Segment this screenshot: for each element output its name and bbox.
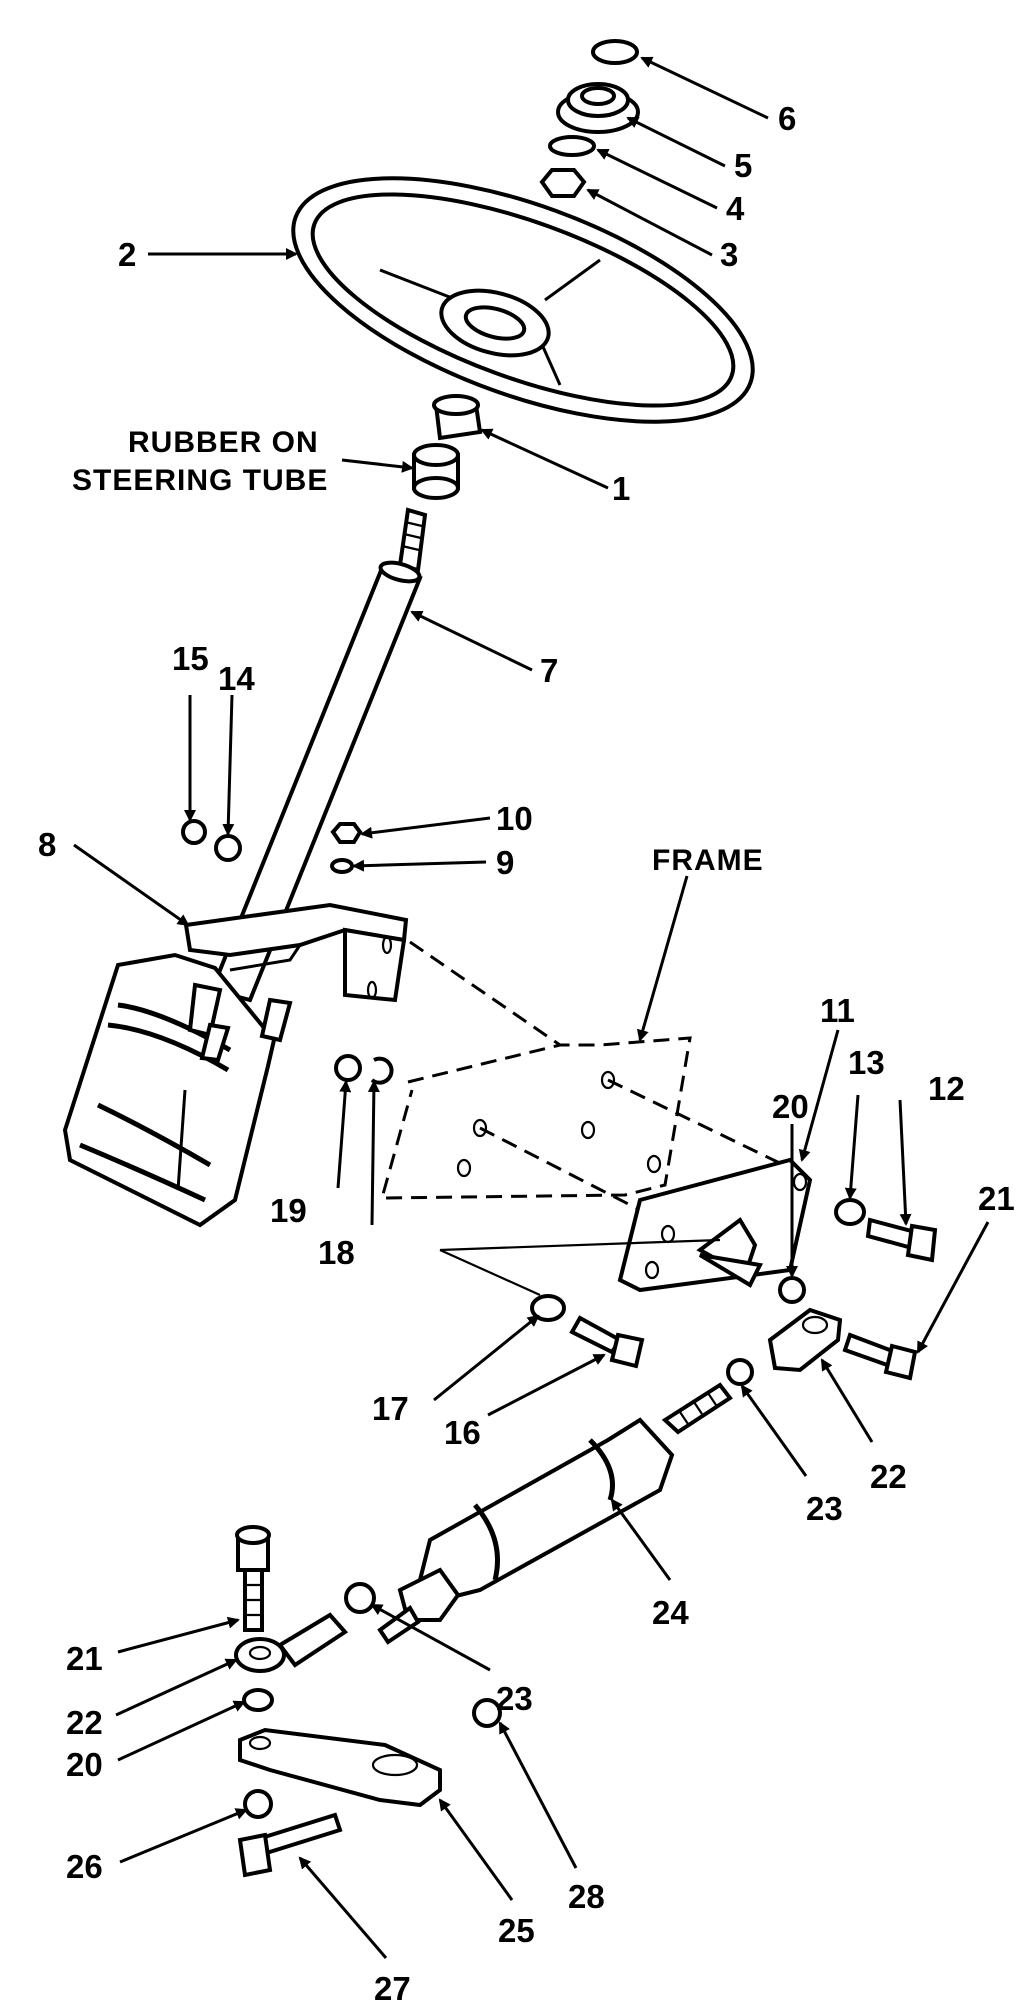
callout-22-upper: 22 xyxy=(870,1458,907,1495)
label-frame: FRAME xyxy=(652,844,764,877)
part-28-nut xyxy=(472,1698,502,1728)
callout-15: 15 xyxy=(172,640,209,677)
part-3-nut xyxy=(539,168,587,198)
part-24-cylinder xyxy=(377,1382,733,1645)
alignment-line-frame-bracket11-lower xyxy=(479,1126,641,1212)
pivot-line xyxy=(439,1238,721,1297)
part-10-nut xyxy=(330,822,363,844)
callout-9: 9 xyxy=(496,844,514,881)
callout-21-upper: 21 xyxy=(978,1180,1015,1217)
part-15-nut xyxy=(181,819,207,845)
part-12-bolt xyxy=(865,1217,938,1263)
callout-14: 14 xyxy=(218,660,255,697)
callout-22-lower: 22 xyxy=(66,1704,103,1741)
part-16-bolt xyxy=(569,1315,645,1369)
callout-16: 16 xyxy=(444,1414,481,1451)
part-14-washer xyxy=(214,834,242,862)
part-21-bolt-lower xyxy=(235,1525,271,1632)
callout-6: 6 xyxy=(778,100,796,137)
part-18-washer xyxy=(370,1056,394,1085)
callout-23-upper: 23 xyxy=(806,1490,843,1527)
part-2-steering-wheel xyxy=(291,176,755,424)
callout-11: 11 xyxy=(820,992,855,1029)
callout-25: 25 xyxy=(498,1912,535,1949)
part-4-washer xyxy=(548,135,596,157)
part-20-washer-lower xyxy=(242,1688,274,1712)
part-8-bracket xyxy=(183,902,409,1003)
callout-17: 17 xyxy=(372,1390,409,1427)
callout-20-upper: 20 xyxy=(772,1088,809,1125)
callout-18: 18 xyxy=(318,1234,355,1271)
rubber-on-steering-tube xyxy=(412,443,460,500)
callout-4: 4 xyxy=(726,190,745,227)
part-1-bushing xyxy=(432,394,483,441)
callout-21-lower: 21 xyxy=(66,1640,103,1677)
callout-10: 10 xyxy=(496,800,533,837)
part-13-washer xyxy=(834,1198,866,1226)
callout-19: 19 xyxy=(270,1192,307,1229)
part-23-nut-upper xyxy=(726,1358,754,1386)
callout-3: 3 xyxy=(720,236,738,273)
callout-5: 5 xyxy=(734,147,752,184)
part-17-washer xyxy=(530,1294,566,1322)
part-22-rod-end-upper xyxy=(767,1307,843,1373)
callout-23-lower: 23 xyxy=(496,1680,533,1717)
callout-28: 28 xyxy=(568,1878,605,1915)
part-7-steering-tube xyxy=(209,507,428,1003)
frame-outline xyxy=(380,1036,692,1200)
part-20-nut-upper xyxy=(778,1276,806,1304)
callout-1: 1 xyxy=(612,470,630,507)
label-rubber-line2: STEERING TUBE xyxy=(72,464,328,497)
label-rubber-line1: RUBBER ON xyxy=(128,426,319,459)
part-6-cap xyxy=(591,39,639,65)
part-23-nut-lower xyxy=(344,1582,376,1614)
part-22-rod-end-lower xyxy=(234,1612,349,1673)
callout-7: 7 xyxy=(540,652,558,689)
callout-8: 8 xyxy=(38,826,56,863)
part-25-steering-arm xyxy=(238,1727,442,1808)
part-27-bolt xyxy=(237,1812,343,1878)
callout-26: 26 xyxy=(66,1848,103,1885)
part-21-bolt-upper xyxy=(842,1332,918,1381)
callout-20-lower: 20 xyxy=(66,1746,103,1783)
callout-13: 13 xyxy=(848,1044,885,1081)
part-5-hub-cap xyxy=(556,82,640,134)
callout-12: 12 xyxy=(928,1070,965,1107)
alignment-line-bracket-frame xyxy=(409,940,561,1047)
leader-arrows xyxy=(73,56,990,1959)
callout-27: 27 xyxy=(374,1970,411,2007)
part-11-bracket xyxy=(617,1157,813,1293)
part-26-nut xyxy=(243,1789,273,1819)
part-19-nut xyxy=(334,1054,362,1082)
steering-gearbox xyxy=(62,952,293,1228)
callout-2: 2 xyxy=(118,236,136,273)
callout-24: 24 xyxy=(652,1594,689,1631)
part-9-washer xyxy=(330,858,354,874)
alignment-line-frame-bracket11 xyxy=(607,1078,791,1170)
